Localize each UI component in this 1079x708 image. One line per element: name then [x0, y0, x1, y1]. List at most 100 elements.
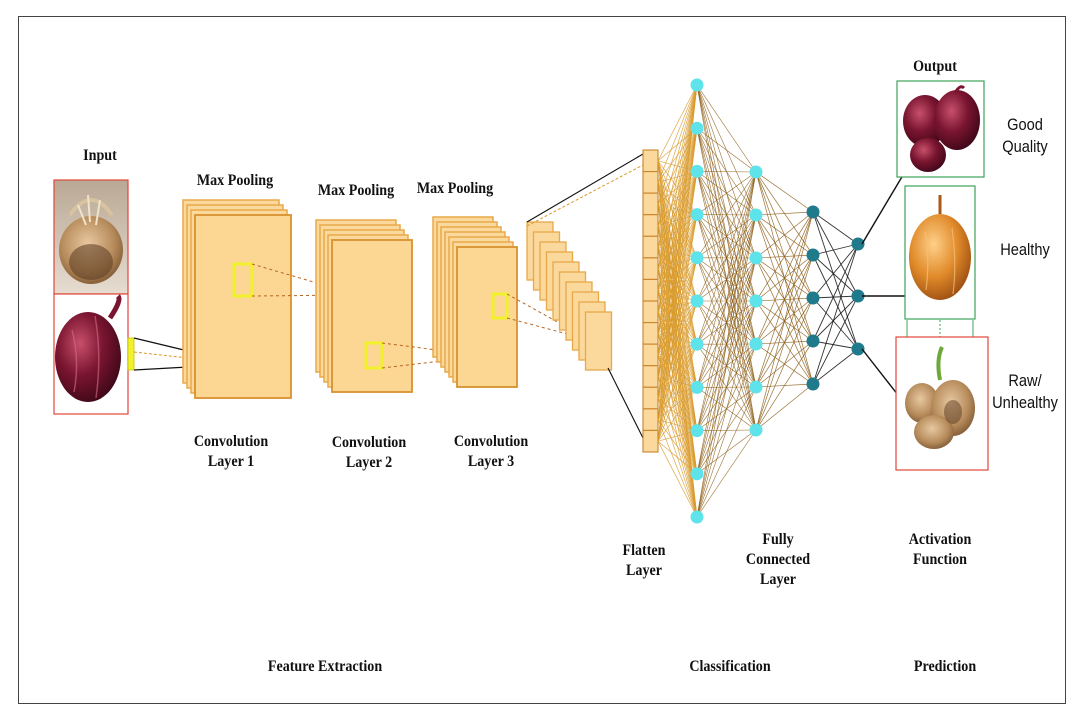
- connection-line: [696, 171, 757, 388]
- class-healthy-label: Healthy: [991, 239, 1060, 261]
- neuron-fc2: [749, 165, 763, 179]
- connection-line: [657, 84, 698, 269]
- conv-layer-2-label: Convolution Layer 2: [321, 433, 418, 473]
- neuron-fc3: [806, 291, 820, 305]
- connection-line: [755, 211, 814, 259]
- connection-line: [696, 127, 757, 173]
- flatten-cell: [642, 171, 659, 194]
- connection-line: [696, 171, 757, 258]
- conv-layer-1-stack: [182, 199, 359, 399]
- neuron-fc2: [749, 208, 763, 222]
- connection-line: [812, 295, 859, 342]
- connection-line: [657, 214, 698, 420]
- connection-line: [812, 243, 859, 256]
- connection-line: [657, 84, 698, 334]
- connection-line: [755, 211, 814, 431]
- connection-line: [812, 243, 859, 299]
- neuron-fc1: [690, 337, 704, 351]
- connection-line: [755, 211, 814, 302]
- connection-line: [657, 419, 698, 518]
- conv-layer-3-line1: Convolution: [453, 433, 529, 450]
- connection-line: [657, 128, 698, 442]
- neuron-fc2: [749, 294, 763, 308]
- neuron-fc3: [806, 205, 820, 219]
- neuron-fc1: [690, 121, 704, 135]
- maps-to-flatten-lines: [526, 153, 644, 439]
- connection-line: [812, 243, 859, 385]
- neuron-fc1: [690, 424, 704, 438]
- conv-layer-2-line2: Layer 2: [345, 454, 393, 471]
- connection-line: [755, 211, 814, 216]
- connection-line: [696, 386, 757, 518]
- conv-layer-2-line1: Convolution: [331, 434, 407, 451]
- conv-layer-1-line2: Layer 1: [207, 453, 255, 470]
- class-good-line1: Good: [1007, 115, 1043, 134]
- neuron-fc2: [749, 380, 763, 394]
- connection-line: [812, 243, 859, 342]
- connection-line: [657, 171, 698, 442]
- connection-line: [812, 211, 859, 350]
- connection-line: [755, 383, 814, 431]
- flatten-layer-label: Flatten Layer: [611, 541, 678, 581]
- input-image-red-onion: [53, 293, 129, 415]
- connection-line: [657, 300, 698, 420]
- flatten-line2: Layer: [626, 562, 662, 579]
- neuron-fc1: [690, 78, 704, 92]
- connection-line: [657, 84, 698, 183]
- connection-line: [696, 171, 757, 518]
- flatten-cell: [642, 365, 659, 388]
- connection-line: [657, 257, 698, 420]
- output-image-healthy: [904, 185, 976, 338]
- fully-connected-line3: Layer: [760, 571, 796, 588]
- connection-line: [657, 387, 698, 442]
- activation-line1: Activation: [908, 531, 972, 548]
- connection-line: [657, 84, 698, 161]
- connection-line: [696, 300, 757, 518]
- dense-connections: [657, 84, 859, 518]
- connection-line: [657, 300, 698, 442]
- connection-line: [657, 84, 698, 205]
- connection-line: [657, 430, 698, 442]
- connection-line: [657, 214, 698, 442]
- connection-line: [657, 84, 698, 248]
- connection-line: [812, 254, 859, 350]
- section-feature-extraction: Feature Extraction: [267, 658, 383, 675]
- input-label: Input: [83, 147, 117, 164]
- section-prediction: Prediction: [913, 658, 977, 675]
- connection-line: [657, 84, 698, 442]
- neuron-fc1: [690, 294, 704, 308]
- max-pooling-label-2: Max Pooling: [317, 182, 395, 199]
- neuron-fc2: [749, 251, 763, 265]
- connection-line: [657, 257, 698, 442]
- fully-connected-label: Fully Connected Layer: [738, 530, 817, 590]
- figure-frame: [18, 16, 1066, 704]
- max-pooling-label-3: Max Pooling: [416, 180, 494, 197]
- connection-line: [657, 84, 698, 355]
- connection-line: [657, 419, 698, 431]
- fully-connected-line2: Connected: [745, 551, 811, 568]
- neuron-fc3: [806, 377, 820, 391]
- connection-line: [696, 171, 757, 345]
- feature-maps-stack: [526, 221, 613, 371]
- connection-line: [657, 441, 698, 518]
- fully-connected-line1: Fully: [762, 531, 794, 548]
- connection-line: [696, 343, 757, 518]
- connection-line: [657, 440, 698, 475]
- flatten-cell: [642, 278, 659, 302]
- flatten-cell: [642, 322, 659, 345]
- neuron-fc1: [690, 380, 704, 394]
- flatten-cell: [642, 386, 659, 410]
- connection-line: [657, 171, 698, 420]
- connection-line: [755, 211, 814, 345]
- neuron-fc2: [749, 423, 763, 437]
- input-image-rotten-onion: [53, 179, 129, 295]
- flatten-layer: [642, 149, 659, 453]
- neuron-fc3: [806, 334, 820, 348]
- connection-line: [696, 214, 757, 518]
- connection-line: [812, 295, 859, 385]
- connection-line: [696, 171, 757, 173]
- connection-line: [657, 419, 698, 475]
- activation-function-label: Activation Function: [892, 530, 989, 570]
- neuron-fc1: [690, 467, 704, 481]
